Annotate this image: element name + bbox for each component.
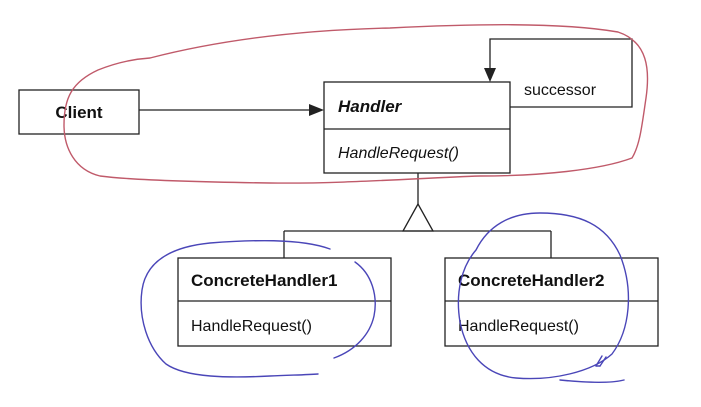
- concrete-handler-1-class[interactable]: ConcreteHandler1 HandleRequest(): [177, 257, 392, 347]
- red-ink-annotation: [63, 24, 649, 184]
- concrete-handler-2-name: ConcreteHandler2: [458, 271, 604, 290]
- concrete-handler-2-class[interactable]: ConcreteHandler2 HandleRequest(): [444, 257, 659, 347]
- handler-class[interactable]: Handler HandleRequest(): [323, 81, 511, 174]
- generalization-triangle: [401, 202, 435, 232]
- inheritance-hierarchy: [283, 173, 552, 258]
- client-handler-association: [139, 104, 324, 116]
- concrete-handler-2-method: HandleRequest(): [458, 318, 579, 335]
- client-label: Client: [55, 103, 103, 122]
- concrete-handler-1-name: ConcreteHandler1: [191, 271, 337, 290]
- client-box[interactable]: Client: [18, 89, 140, 135]
- blue-ink-annotation-right: [457, 212, 630, 383]
- blue-ink-annotation-left: [140, 239, 376, 378]
- concrete-handler-1-method: HandleRequest(): [191, 318, 312, 335]
- pen-cursor-icon: [595, 355, 607, 367]
- association-arrowhead: [309, 104, 324, 116]
- handler-class-name: Handler: [338, 97, 403, 116]
- handler-method: HandleRequest(): [338, 145, 459, 162]
- successor-label: successor: [524, 82, 597, 99]
- successor-arrowhead: [484, 68, 496, 82]
